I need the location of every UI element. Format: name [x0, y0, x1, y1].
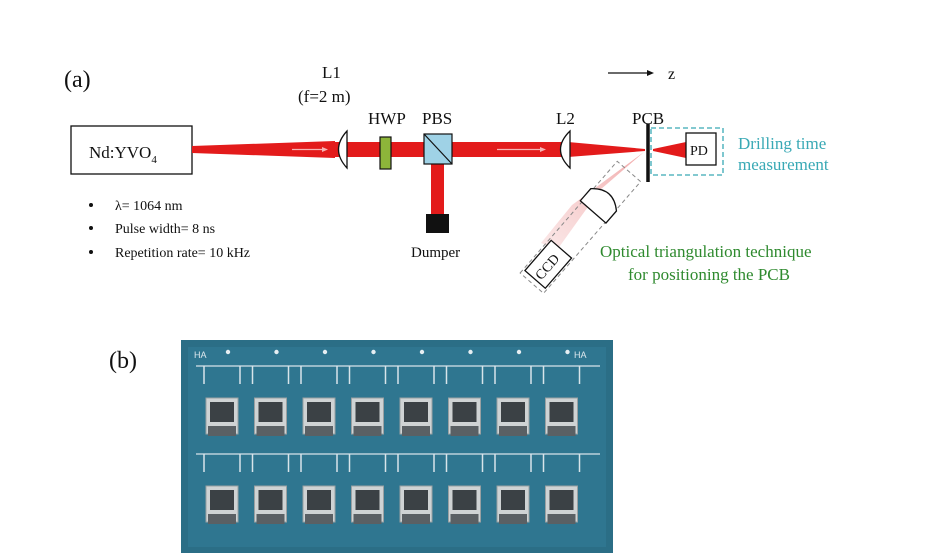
z-axis-arrowhead: [647, 70, 654, 76]
board-dot: [468, 349, 473, 355]
spec-bullet: [89, 250, 93, 254]
triangulation-note-line2: for positioning the PCB: [628, 265, 790, 284]
board-dot: [274, 349, 279, 355]
board-dot: [322, 349, 328, 355]
chip-body: [210, 402, 234, 422]
z-axis-label: z: [668, 66, 675, 83]
laser-box: [70, 125, 193, 175]
chip-body: [355, 402, 380, 422]
scatter-fan: [541, 152, 644, 250]
lens-l1: [337, 129, 348, 170]
chip-leads: [402, 426, 430, 436]
lens-l2-label: L2: [556, 109, 575, 128]
board-dot: [419, 349, 425, 355]
chip-leads: [499, 514, 527, 524]
panel-a-label: (a): [64, 67, 91, 93]
chip-leads: [499, 426, 527, 436]
panel-b-label: (b): [109, 348, 137, 374]
beam-laser-to-l1: [192, 141, 335, 158]
drilling-note-line2: measurement: [738, 155, 829, 174]
spec-repetition-rate: Repetition rate= 10 kHz: [115, 246, 250, 261]
chip-body: [210, 490, 234, 510]
chip-leads: [305, 426, 333, 436]
chip-leads: [208, 514, 236, 524]
hwp-label: HWP: [368, 109, 406, 128]
chip-body: [549, 490, 574, 510]
lens-l2: [559, 129, 571, 170]
pbs-label: PBS: [422, 109, 452, 128]
hwp-plate: [379, 136, 392, 170]
chip-leads: [547, 514, 576, 524]
pd-label: PD: [690, 144, 708, 159]
triangulation-note-line1: Optical triangulation technique: [600, 242, 812, 261]
chip-body: [549, 402, 574, 422]
chip-body: [404, 402, 428, 422]
board-mark-left: HA: [194, 350, 207, 360]
chip-leads: [256, 514, 285, 524]
chip-leads: [547, 426, 576, 436]
board-dot: [516, 349, 522, 355]
spec-bullet: [89, 226, 93, 230]
ccd-lens: [579, 188, 618, 224]
ccd-dashed-box: [519, 160, 642, 295]
chip-body: [258, 490, 283, 510]
spec-pulse-width: Pulse width= 8 ns: [115, 222, 215, 237]
chip-leads: [450, 514, 479, 524]
chip-body: [307, 402, 331, 422]
chip-leads: [256, 426, 285, 436]
beam-arrow-2-head: [540, 147, 546, 152]
laser-specs: λ= 1064 nm Pulse width= 8 ns Repetition …: [89, 199, 250, 261]
beam-arrow-1-head: [322, 147, 328, 152]
lens-l1-focal: (f=2 m): [298, 87, 351, 106]
pd-box: [685, 132, 717, 166]
drilling-dashed-box: [650, 127, 724, 176]
chip-body: [452, 402, 477, 422]
chip-body: [258, 402, 283, 422]
ccd-box: [524, 239, 573, 290]
ccd-assembly: CCD: [519, 160, 642, 295]
chip-leads: [450, 426, 479, 436]
pcb-label: PCB: [632, 109, 664, 128]
chip-body: [501, 402, 525, 422]
beam-focusing: [568, 142, 645, 157]
chip-grid: [196, 349, 600, 524]
spec-wavelength: λ= 1064 nm: [115, 199, 183, 214]
beam-to-pd: [653, 142, 686, 158]
chip-leads: [305, 514, 333, 524]
pbs-diagonal: [423, 133, 453, 165]
laser-label: Nd:YVO4: [89, 143, 157, 166]
chip-leads: [208, 426, 236, 436]
spec-bullet: [89, 203, 93, 207]
chip-body: [501, 490, 525, 510]
chip-body: [355, 490, 380, 510]
chip-body: [307, 490, 331, 510]
chip-leads: [402, 514, 430, 524]
chip-body: [452, 490, 477, 510]
dumper-label: Dumper: [411, 245, 460, 261]
chip-body: [404, 490, 428, 510]
pcb-board-photo: HA HA: [181, 340, 613, 553]
beam-to-dumper: [431, 157, 444, 214]
dumper-block: [426, 214, 449, 233]
board-dot: [225, 349, 231, 355]
drilling-note-line1: Drilling time: [738, 134, 826, 153]
board-dot: [565, 349, 570, 355]
lens-l1-label: L1: [322, 63, 341, 82]
chip-leads: [353, 426, 382, 436]
board-mark-right: HA: [574, 350, 587, 360]
chip-leads: [353, 514, 382, 524]
board-dot: [371, 349, 376, 355]
